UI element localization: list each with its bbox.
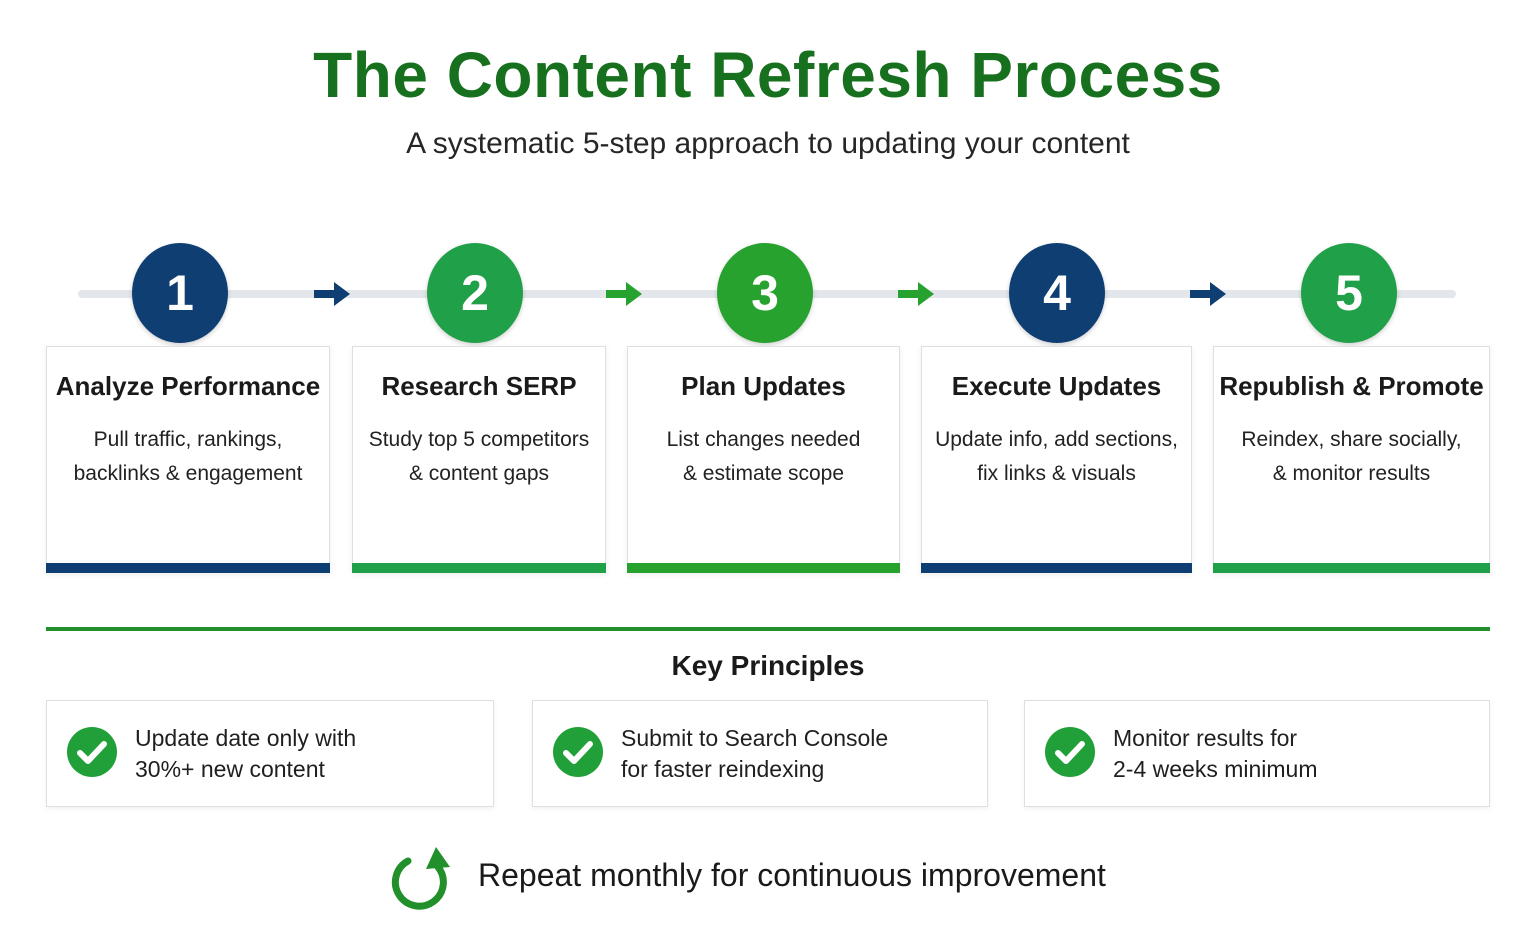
page-subtitle: A systematic 5-step approach to updating… bbox=[406, 127, 1130, 160]
step-description: Study top 5 competitors& content gaps bbox=[368, 428, 590, 485]
step-description: Pull traffic, rankings,backlinks & engag… bbox=[73, 428, 303, 485]
step-accent-bar bbox=[627, 563, 900, 573]
step-number-5: 5 bbox=[1301, 243, 1397, 343]
step-card-2: Research SERP Study top 5 competitors& co… bbox=[352, 346, 606, 573]
step-number-4: 4 bbox=[1009, 243, 1105, 343]
check-circle-icon bbox=[67, 727, 117, 777]
step-title: Plan Updates bbox=[681, 371, 846, 401]
step-title: Research SERP bbox=[381, 371, 577, 401]
step-accent-bar bbox=[921, 563, 1192, 573]
page-title: The Content Refresh Process bbox=[313, 39, 1223, 111]
step-accent-bar bbox=[46, 563, 330, 573]
step-number-3: 3 bbox=[717, 243, 813, 343]
arrow-right-icon bbox=[898, 282, 934, 306]
arrow-right-icon bbox=[1190, 282, 1226, 306]
arrow-right-icon bbox=[314, 282, 350, 306]
step-number-2: 2 bbox=[427, 243, 523, 343]
check-circle-icon bbox=[553, 727, 603, 777]
footer-text: Repeat monthly for continuous improvemen… bbox=[478, 857, 1106, 893]
step-number-1: 1 bbox=[132, 243, 228, 343]
refresh-cycle-icon bbox=[391, 847, 450, 910]
check-circle-icon bbox=[1045, 727, 1095, 777]
step-title: Execute Updates bbox=[951, 371, 1162, 401]
principles-title: Key Principles bbox=[671, 650, 865, 681]
step-description: Update info, add sections,fix links & vi… bbox=[935, 428, 1178, 485]
step-accent-bar bbox=[1213, 563, 1490, 573]
step-title: Republish & Promote bbox=[1219, 371, 1484, 401]
arrow-right-icon bbox=[606, 282, 642, 306]
step-description: List changes needed& estimate scope bbox=[666, 428, 861, 485]
step-title: Analyze Performance bbox=[55, 371, 321, 401]
section-divider bbox=[46, 627, 1490, 631]
step-description: Reindex, share socially,& monitor result… bbox=[1241, 428, 1462, 485]
step-accent-bar bbox=[352, 563, 606, 573]
